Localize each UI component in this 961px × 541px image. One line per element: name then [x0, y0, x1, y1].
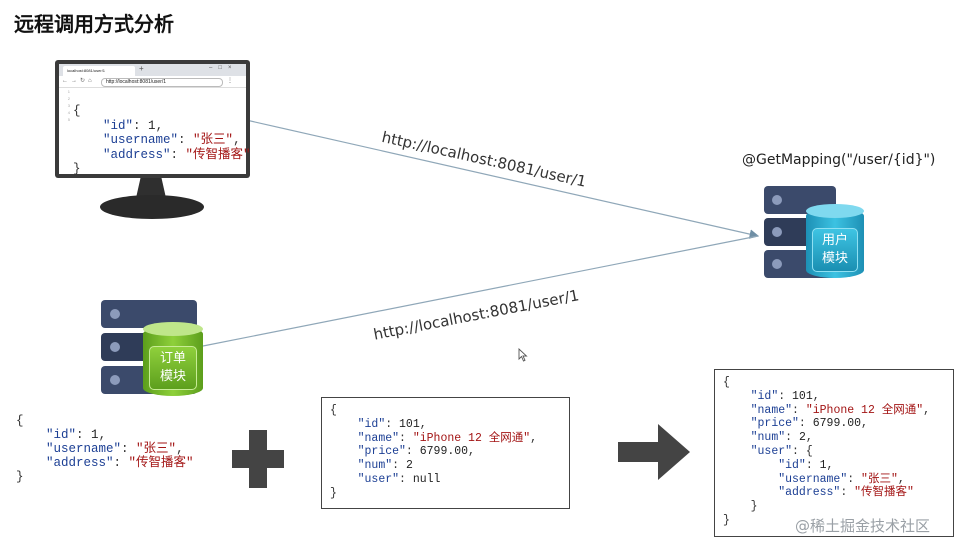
order-module-cylinder-top: [143, 322, 203, 336]
user-module-label: 用户模块: [812, 228, 858, 272]
order-json: { "id": 101, "name": "iPhone 12 全网通", "p…: [330, 404, 538, 500]
order-module-server: 订单模块: [101, 300, 205, 396]
user-json: { "id": 1, "username": "张三", "address": …: [16, 414, 194, 484]
browser-window: localhost:8081/user/1 + –□× ←→↻⌂ http://…: [59, 64, 251, 176]
order-json-box: { "id": 101, "name": "iPhone 12 全网通", "p…: [321, 397, 570, 509]
monitor-base: [100, 195, 204, 219]
address-bar[interactable]: http://localhost:8081/user/1: [101, 78, 223, 87]
page-title: 远程调用方式分析: [14, 12, 174, 36]
request-line-order: [202, 235, 759, 347]
monitor-neck: [136, 178, 166, 198]
order-module-label: 订单模块: [149, 346, 197, 390]
window-controls-icon[interactable]: –□×: [209, 65, 238, 71]
result-json: { "id": 101, "name": "iPhone 12 全网通", "p…: [723, 376, 931, 527]
get-mapping-label: @GetMapping("/user/{id}"): [742, 152, 936, 168]
browser-json: { "id": 1, "username": "张三", "address": …: [73, 104, 251, 176]
browser-tabbar: localhost:8081/user/1 + –□×: [59, 64, 246, 76]
watermark: @稀土掘金技术社区: [795, 517, 931, 535]
arrow-right-icon: [618, 424, 690, 480]
monitor: localhost:8081/user/1 + –□× ←→↻⌂ http://…: [55, 60, 251, 178]
user-module-cylinder-top: [806, 204, 864, 218]
mouse-cursor-icon: [518, 348, 528, 362]
new-tab-icon[interactable]: +: [139, 64, 144, 73]
browser-tab[interactable]: localhost:8081/user/1: [63, 66, 135, 76]
plus-icon: [232, 430, 284, 488]
request-line-browser: [245, 119, 760, 239]
menu-icon[interactable]: ⋮: [227, 78, 233, 84]
result-json-box: { "id": 101, "name": "iPhone 12 全网通", "p…: [714, 369, 954, 537]
nav-arrows-icon[interactable]: ←→↻⌂: [62, 78, 95, 84]
browser-toolbar: ←→↻⌂ http://localhost:8081/user/1 ⋮: [59, 76, 246, 88]
user-module-server: 用户模块: [764, 186, 864, 280]
